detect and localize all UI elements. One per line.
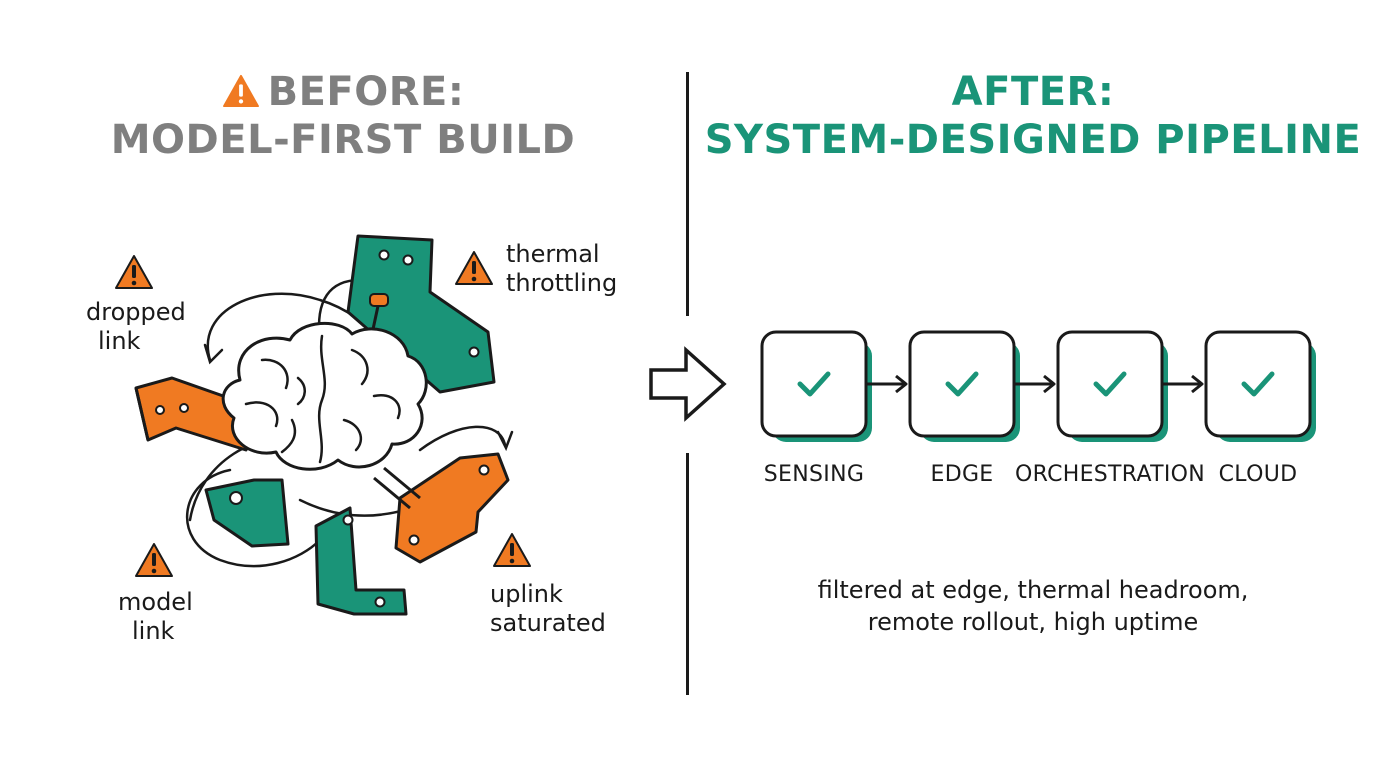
- check-icon: [945, 371, 979, 397]
- issue-label-line1: model: [118, 588, 193, 616]
- summary-line1: filtered at edge, thermal headroom,: [817, 576, 1249, 604]
- outcome-summary: filtered at edge, thermal headroom, remo…: [690, 574, 1376, 638]
- check-icon: [797, 371, 831, 397]
- orange-bracket-right: [373, 452, 510, 564]
- before-title-line1: BEFORE:: [0, 68, 686, 116]
- pipeline-diagram: [760, 330, 1316, 442]
- issue-label-line1: dropped: [86, 298, 186, 326]
- stage-label-edge: EDGE: [930, 462, 994, 487]
- warning-triangle-icon: [222, 74, 259, 108]
- warning-triangle-icon: [455, 251, 493, 285]
- after-title-line2: SYSTEM-DESIGNED PIPELINE: [704, 117, 1362, 163]
- flow-arrow: [1162, 374, 1204, 394]
- flow-arrow: [866, 374, 908, 394]
- issue-label-line2: link: [98, 327, 141, 355]
- check-icon: [1093, 371, 1127, 397]
- brain-icon: [221, 321, 428, 471]
- summary-line2: remote rollout, high uptime: [867, 608, 1199, 636]
- stage-box-sensing: [760, 330, 872, 442]
- issue-model-link: model link: [118, 588, 193, 646]
- flow-arrow: [1014, 374, 1056, 394]
- check-icon: [1241, 371, 1275, 397]
- issue-label-line2: throttling: [506, 269, 618, 297]
- issue-label-line2: saturated: [490, 609, 606, 637]
- before-title-line2: MODEL-FIRST BUILD: [110, 117, 576, 163]
- divider-line-top: [686, 72, 689, 316]
- warning-triangle-icon: [135, 543, 173, 577]
- issue-dropped-link: dropped link: [86, 298, 186, 356]
- after-title-line1: AFTER:: [951, 69, 1115, 115]
- before-panel: BEFORE: MODEL-FIRST BUILD: [0, 0, 686, 768]
- issue-label-line1: thermal: [506, 240, 600, 268]
- issue-uplink-saturated: uplink saturated: [490, 580, 606, 638]
- teal-bracket-top: [346, 234, 496, 394]
- issue-label-line2: link: [132, 617, 175, 645]
- issue-thermal-throttling: thermal throttling: [506, 240, 617, 298]
- stage-label-cloud: CLOUD: [1218, 462, 1298, 487]
- divider-line-bottom: [686, 453, 689, 695]
- teal-bracket-bottom: [314, 506, 408, 616]
- warning-triangle-icon: [493, 533, 531, 567]
- teal-bracket-bottom-left: [204, 478, 290, 548]
- issue-label-line1: uplink: [490, 580, 563, 608]
- stage-label-sensing: SENSING: [763, 462, 865, 487]
- before-title: BEFORE: MODEL-FIRST BUILD: [0, 68, 686, 164]
- stage-box-orchestration: [1056, 330, 1168, 442]
- warning-triangle-icon: [115, 255, 153, 289]
- right-arrow-icon: [649, 346, 727, 422]
- after-panel: AFTER: SYSTEM-DESIGNED PIPELINE: [690, 0, 1376, 768]
- stage-box-edge: [908, 330, 1020, 442]
- before-title-text1: BEFORE:: [267, 69, 465, 115]
- orange-bracket-left: [134, 376, 248, 452]
- stage-label-orchestration: ORCHESTRATION: [1014, 462, 1206, 487]
- after-title: AFTER: SYSTEM-DESIGNED PIPELINE: [690, 68, 1376, 164]
- tangled-model-illustration: [134, 234, 514, 616]
- stage-box-cloud: [1204, 330, 1316, 442]
